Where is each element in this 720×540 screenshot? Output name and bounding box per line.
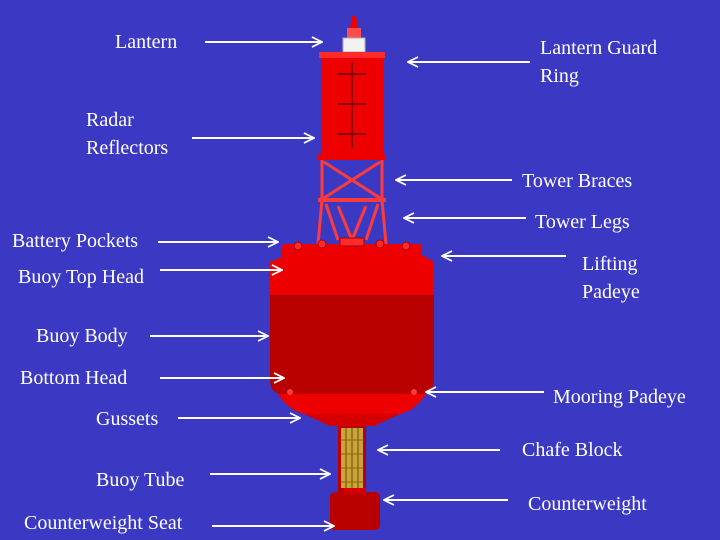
label-lantern-guard-ring-line2: Ring (540, 65, 579, 87)
label-radar-reflectors-line1: Radar (86, 109, 134, 131)
label-counterweight: Counterweight (528, 493, 647, 515)
tower-legs-shape (316, 199, 388, 245)
label-chafe-block: Chafe Block (522, 439, 623, 461)
radar-reflector-shape (321, 58, 383, 154)
label-lantern: Lantern (115, 31, 178, 53)
bottom-head-shape (278, 394, 426, 414)
label-lifting-padeye-line2: Padeye (582, 281, 640, 303)
label-buoy-top-head: Buoy Top Head (18, 266, 144, 288)
lantern-shape (342, 16, 366, 53)
label-tower-legs: Tower Legs (535, 211, 630, 233)
label-mooring-padeye: Mooring Padeye (553, 386, 686, 408)
buoy-top-head-shape (270, 256, 434, 296)
label-buoy-tube: Buoy Tube (96, 469, 185, 491)
label-gussets: Gussets (96, 408, 159, 430)
buoy-body-shape (270, 296, 434, 394)
battery-pockets-shape (282, 237, 422, 258)
label-battery-pockets: Battery Pockets (12, 230, 139, 252)
label-buoy-body: Buoy Body (36, 325, 128, 347)
label-lifting-padeye-line1: Lifting (582, 253, 638, 275)
lantern-guard-ring-shape (319, 52, 385, 58)
buoy-tube-shape (338, 426, 366, 492)
label-tower-braces: Tower Braces (522, 170, 633, 192)
label-bottom-head: Bottom Head (20, 367, 128, 389)
label-counterweight-seat: Counterweight Seat (24, 512, 183, 534)
tower-braces-shape (318, 154, 386, 202)
arrow-group (150, 42, 566, 526)
counterweight-shape (330, 492, 380, 530)
gussets-shape (304, 414, 400, 426)
label-radar-reflectors-line2: Reflectors (86, 137, 169, 159)
label-lantern-guard-ring-line1: Lantern Guard (540, 37, 658, 59)
